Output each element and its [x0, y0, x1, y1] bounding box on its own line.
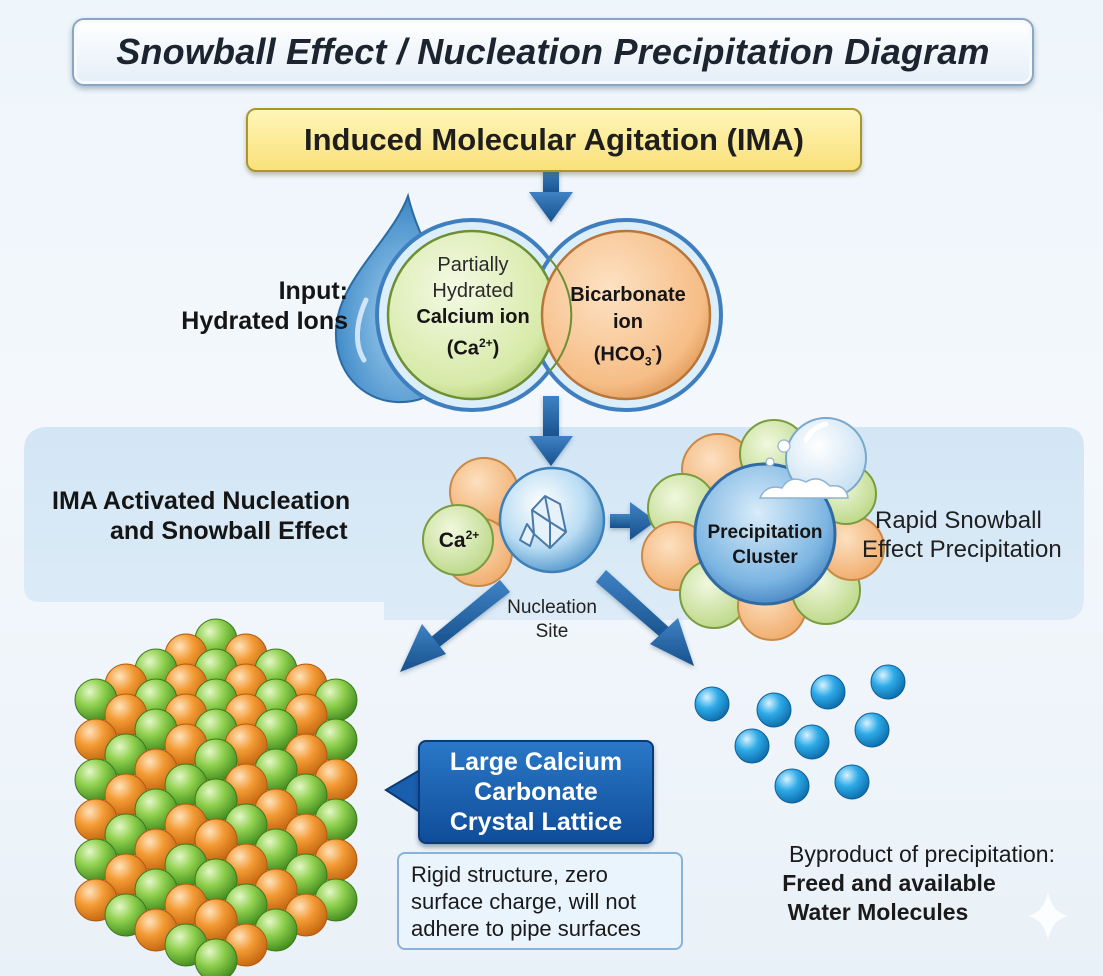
crystal-icon [519, 495, 567, 549]
arrow-right-cluster [610, 502, 656, 540]
bicarbonate-close: ) [655, 343, 663, 366]
callout-pointer [384, 768, 421, 814]
water-molecule [794, 724, 830, 760]
water-molecule [834, 764, 870, 800]
crystal-lattice [74, 618, 358, 976]
water-molecule [854, 712, 890, 748]
bicarbonate-subscript: 3 [644, 354, 652, 369]
byproduct-line2: Freed and available [782, 870, 996, 896]
title-banner: Snowball Effect / Nucleation Precipitati… [72, 18, 1034, 86]
water-molecule [694, 686, 730, 722]
byproduct-label: Byproduct of precipitation: Freed and av… [752, 840, 1092, 927]
byproduct-line3: Water Molecules [787, 899, 969, 925]
arrow-down-2 [529, 396, 573, 466]
water-molecule [870, 664, 906, 700]
note-line3: adhere to pipe surfaces [411, 915, 641, 941]
bicarbonate-formula-text: (HCO [593, 343, 645, 366]
water-molecule [810, 674, 846, 710]
calcium-line3: Calcium ion [416, 306, 530, 328]
nucleation-stage-line2: and Snowball Effect [110, 517, 348, 545]
calcium-formula-text: (Ca [446, 337, 479, 360]
calcium-charge: 2+ [478, 336, 493, 350]
bicarbonate-line1: Bicarbonate [570, 284, 686, 306]
rapid-snowball-label: Rapid Snowball Effect Precipitation [862, 506, 1102, 564]
crystal-lattice-callout: Large Calcium Carbonate Crystal Lattice [418, 740, 654, 844]
input-label: Input: [226, 276, 348, 306]
calcium-close: ) [492, 337, 500, 360]
arrow-down-1 [529, 168, 573, 222]
water-molecule [756, 692, 792, 728]
bicarbonate-formula: (HCO3-) [560, 336, 696, 376]
calcium-line1: Partially [437, 254, 509, 276]
lattice-atom [194, 938, 238, 976]
input-label-2: Hydrated Ions [136, 306, 348, 336]
crystal-line1: Large Calcium [449, 748, 623, 776]
water-molecule [734, 728, 770, 764]
water-molecule [774, 768, 810, 804]
bicarbonate-ion-label: Bicarbonate ion (HCO3-) [560, 282, 696, 376]
page-title: Snowball Effect / Nucleation Precipitati… [116, 31, 990, 72]
sparkle-icon [1028, 892, 1068, 940]
ca-small-label: Ca2+ [424, 528, 494, 553]
crystal-line3: Crystal Lattice [449, 808, 623, 836]
bubble-icon [758, 417, 867, 499]
nucleation-stage-line1: IMA Activated Nucleation [52, 487, 351, 515]
cluster-line1: Precipitation [707, 522, 823, 543]
nucleation-site-line2: Site [535, 621, 569, 642]
bicarbonate-charge: - [651, 342, 656, 356]
nucleation-site-label: Nucleation Site [486, 596, 618, 644]
nucleation-stage-label: IMA Activated Nucleation and Snowball Ef… [52, 486, 398, 546]
cluster-line2: Cluster [732, 547, 798, 568]
precipitation-cluster-label: Precipitation Cluster [694, 520, 836, 570]
calcium-line2: Hydrated [432, 280, 514, 302]
nucleation-site-line1: Nucleation [507, 597, 597, 618]
precipitation-cluster-sphere [693, 462, 837, 606]
bicarbonate-ion-sphere [540, 229, 712, 401]
bicarbonate-line2: ion [613, 311, 643, 333]
crystal-line2: Carbonate [474, 778, 598, 806]
ima-label: Induced Molecular Agitation (IMA) [303, 122, 804, 157]
rapid-line2: Effect Precipitation [862, 536, 1062, 563]
calcium-formula: (Ca2+) [398, 330, 548, 362]
note-line2: surface charge, will not [411, 888, 636, 914]
crystal-note: Rigid structure, zero surface charge, wi… [397, 852, 683, 950]
calcium-ion-label: Partially Hydrated Calcium ion (Ca2+) [398, 252, 548, 362]
rapid-line1: Rapid Snowball [875, 507, 1042, 534]
water-molecules [694, 664, 906, 804]
input-label-line1: Input: [278, 277, 348, 305]
arrow-to-water [596, 570, 694, 666]
byproduct-line1: Byproduct of precipitation: [789, 841, 1055, 867]
input-label-line2: Hydrated Ions [181, 307, 348, 335]
note-line1: Rigid structure, zero [411, 861, 608, 887]
ca-small-charge: 2+ [465, 528, 480, 542]
ca-small-text: Ca [438, 529, 466, 552]
ima-banner: Induced Molecular Agitation (IMA) [246, 108, 862, 172]
arrow-to-lattice [400, 580, 510, 672]
calcium-ion-small [422, 504, 494, 576]
